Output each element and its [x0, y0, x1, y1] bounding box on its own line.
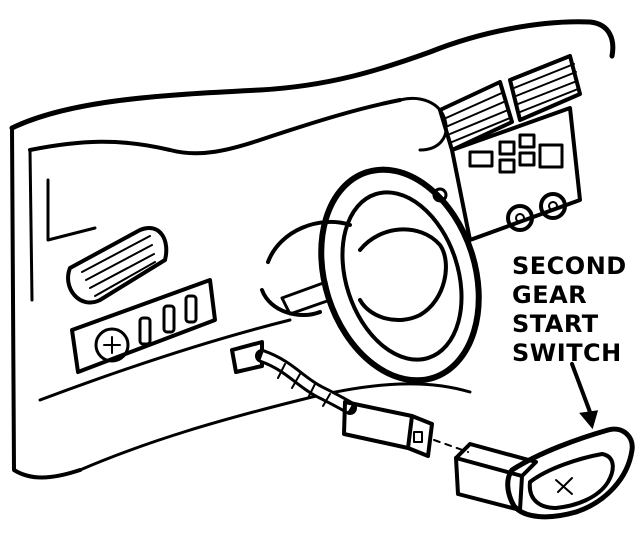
- steering-column: [260, 219, 352, 317]
- dashboard-outline: [9, 19, 616, 480]
- harness-connector: [342, 400, 469, 458]
- steering-wheel: [318, 166, 482, 384]
- radio-panel: [450, 106, 582, 242]
- callout-line-2: GEAR: [512, 281, 588, 309]
- wiring-harness: [230, 340, 357, 415]
- left-switch-panel: [70, 278, 217, 374]
- left-air-vent: [66, 226, 169, 305]
- callout-line-3: START: [512, 310, 599, 338]
- center-air-vents: [438, 54, 582, 152]
- callout-arrow: [570, 362, 599, 430]
- second-gear-start-switch: [454, 426, 635, 520]
- callout-line-1: SECOND: [512, 252, 627, 280]
- callout-line-4: SWITCH: [512, 339, 622, 367]
- callout-label: SECOND GEAR START SWITCH: [512, 252, 636, 368]
